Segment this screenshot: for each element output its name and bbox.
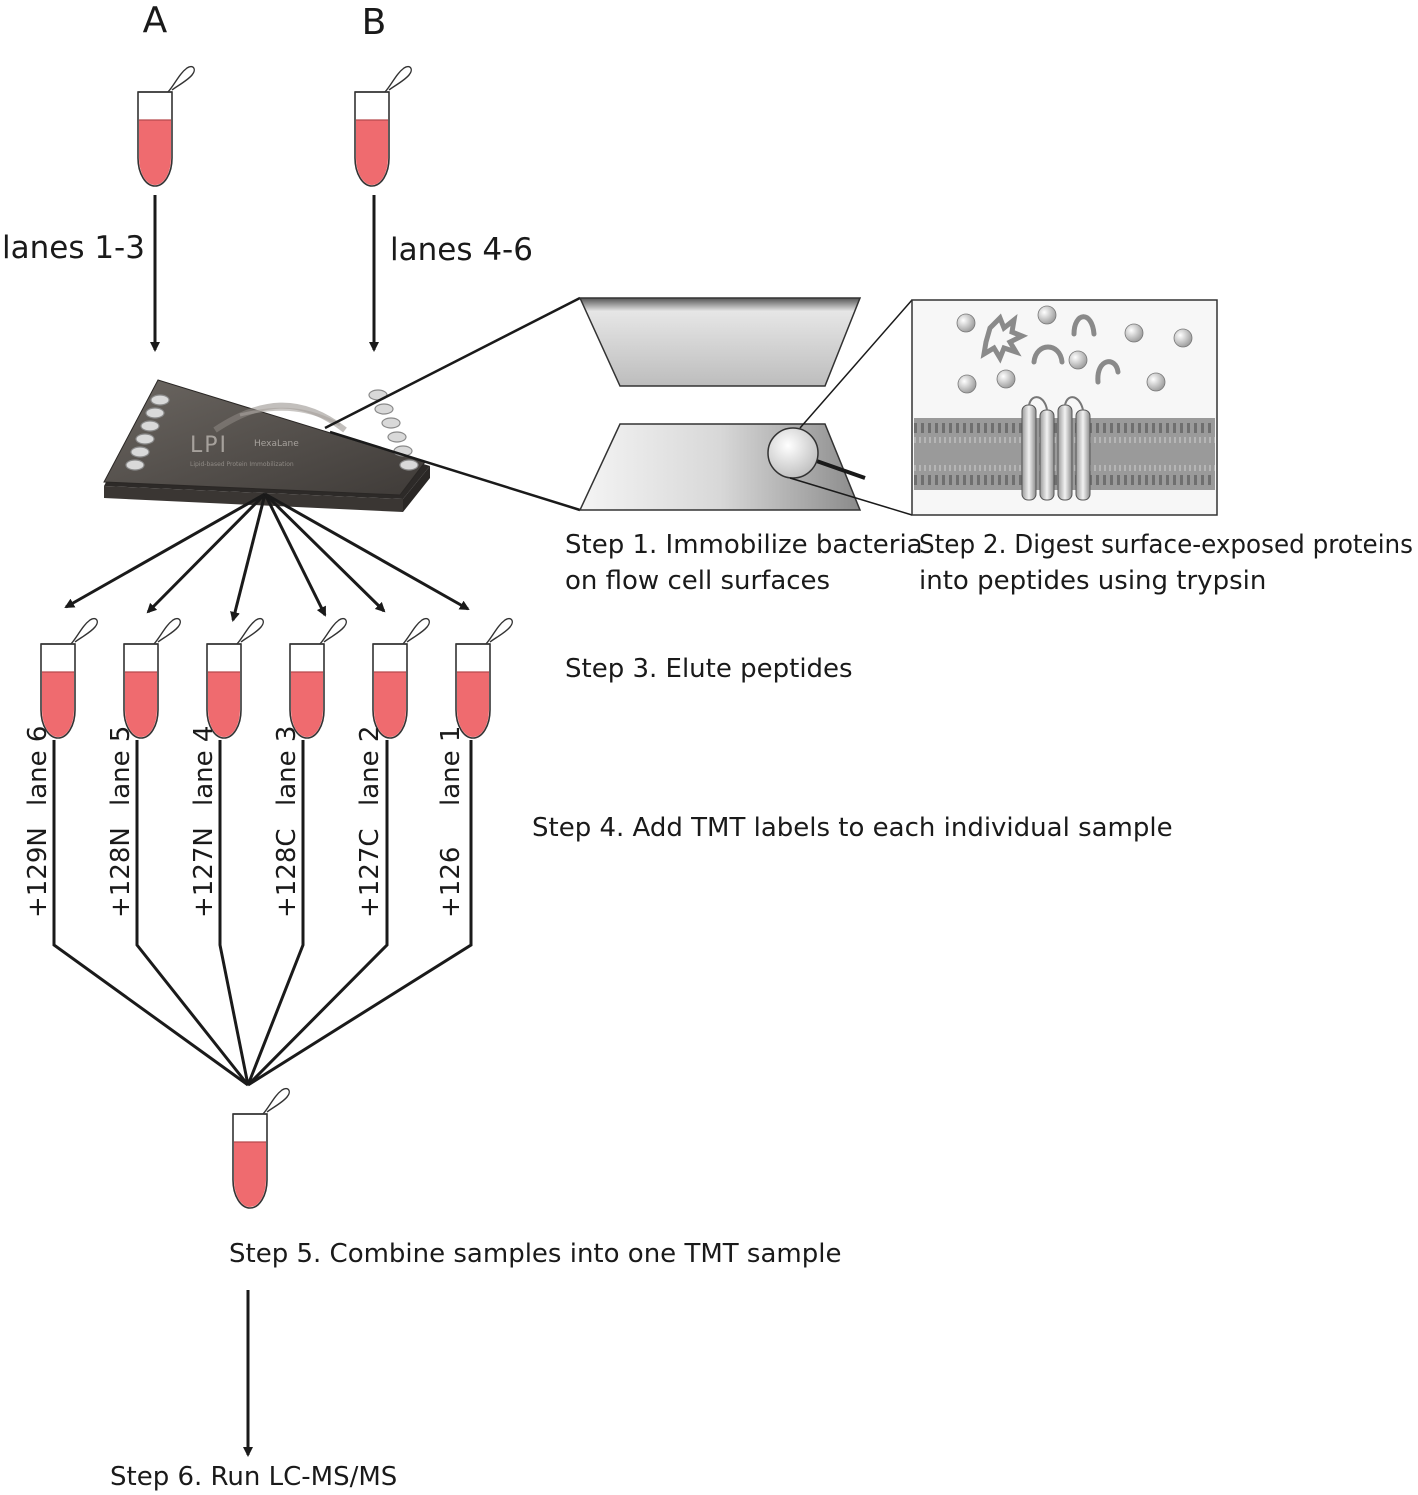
sample-tube-a	[137, 65, 196, 187]
membrane-detail	[911, 299, 1218, 516]
step2-line2: into peptides using trypsin	[919, 566, 1266, 596]
lane-label-5: lane 5	[106, 726, 136, 806]
lane-label-1: lane 1	[436, 726, 466, 806]
zoom-line-top	[324, 296, 581, 430]
tmt-tag-127N: +127N	[189, 827, 219, 918]
eluted-tube-lane1	[455, 617, 514, 739]
step5-label: Step 5. Combine samples into one TMT sam…	[229, 1239, 841, 1269]
chip-product: HexaLane	[254, 439, 299, 449]
eluted-tube-lane3	[289, 617, 348, 739]
step2-line1: Step 2. Digest surface-exposed proteins	[919, 530, 1413, 560]
step3-label: Step 3. Elute peptides	[565, 654, 853, 684]
tmt-tag-126: +126	[436, 847, 466, 918]
eluted-tube-lane4	[206, 617, 265, 739]
magnifier-lens	[767, 427, 819, 479]
column-a-label: A	[143, 0, 168, 41]
lanes-b-label: lanes 4-6	[390, 232, 533, 268]
eluted-tube-lane2	[372, 617, 431, 739]
membrane-protein	[1021, 396, 1091, 501]
peptide-fragments	[956, 305, 1193, 394]
chip-brand: LPI	[190, 433, 228, 458]
peptide-chains	[980, 313, 1121, 385]
fanout-arrows	[64, 492, 470, 622]
lanes-a-label: lanes 1-3	[2, 230, 145, 266]
tmt-tag-129N: +129N	[23, 827, 53, 918]
detail-zoom-top	[799, 299, 913, 429]
lane-label-3: lane 3	[272, 726, 302, 806]
flow-cell-illustration	[578, 297, 866, 511]
lane-label-6: lane 6	[23, 726, 53, 806]
detail-zoom-bottom	[789, 477, 913, 516]
eluted-tube-lane6	[40, 617, 99, 739]
tmt-tag-128N: +128N	[106, 827, 136, 918]
tmt-tag-127C: +127C	[355, 828, 385, 918]
lane-label-4: lane 4	[189, 726, 219, 806]
eluted-tube-lane5	[123, 617, 182, 739]
hexalane-chip: LPI HexaLane Lipid-based Protein Immobil…	[103, 379, 430, 512]
zoom-line-bottom	[329, 430, 581, 512]
column-b-label: B	[362, 2, 387, 43]
combine-lines	[52, 740, 473, 1087]
step4-label: Step 4. Add TMT labels to each individua…	[532, 813, 1173, 843]
magnifier-handle	[807, 456, 866, 480]
step1-line1: Step 1. Immobilize bacteria	[565, 530, 923, 560]
sample-tube-b	[354, 65, 413, 187]
tmt-tag-128C: +128C	[272, 828, 302, 918]
tmt-tags: +129N +128N +127N +128C +127C +126	[23, 827, 466, 918]
lane-labels: lane 6 lane 5 lane 4 lane 3 lane 2 lane …	[23, 726, 466, 806]
step1-line2: on flow cell surfaces	[565, 566, 830, 596]
chip-subtitle: Lipid-based Protein Immobilization	[190, 461, 294, 468]
combined-tube	[232, 1087, 291, 1209]
lane-label-2: lane 2	[355, 726, 385, 806]
step6-label: Step 6. Run LC-MS/MS	[110, 1462, 397, 1492]
